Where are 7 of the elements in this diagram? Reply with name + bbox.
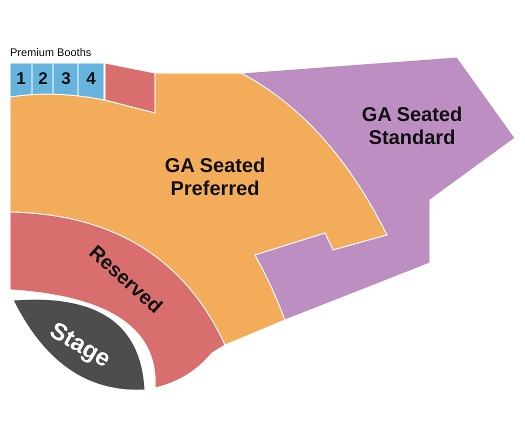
section-label: 3 xyxy=(61,69,71,89)
section-label: 1 xyxy=(16,69,26,89)
section-label: 4 xyxy=(86,69,96,89)
section-label: GA Seated Standard xyxy=(360,104,464,150)
section-label: GA Seated Preferred xyxy=(164,155,266,201)
section-label: 2 xyxy=(38,69,48,89)
section-group-label: Premium Booths xyxy=(10,47,92,59)
